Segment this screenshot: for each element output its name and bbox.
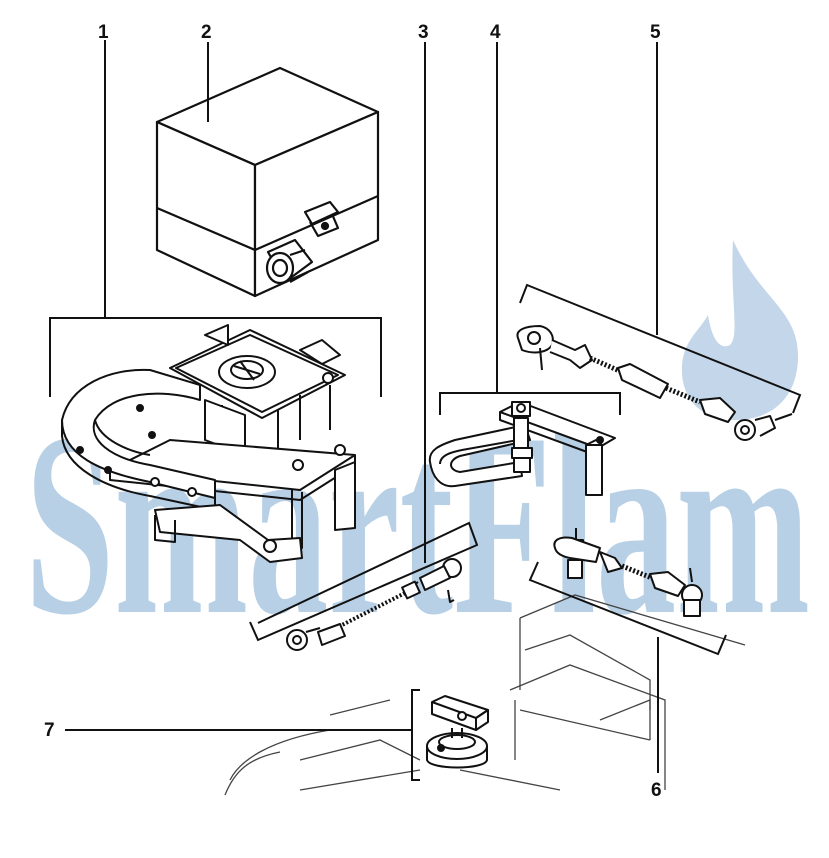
callout-4: 4 — [490, 22, 501, 43]
watermark-text: SmartFlam — [25, 379, 810, 669]
callout-2: 2 — [201, 22, 212, 43]
callout-6: 6 — [651, 780, 662, 801]
linkage-rod-part-5 — [516, 325, 793, 441]
callout-3: 3 — [418, 22, 429, 43]
watermark-flame-icon — [681, 240, 799, 420]
ball-joint-rod-part-3 — [286, 558, 462, 651]
mounting-bracket-part-1 — [61, 324, 356, 563]
valve-assembly-part-7 — [426, 695, 489, 769]
callout-1: 1 — [98, 22, 109, 43]
threaded-rod-part-6 — [553, 528, 703, 617]
burner-body-outline — [224, 594, 746, 796]
callout-numbers: 1 2 3 4 5 6 7 — [44, 22, 662, 801]
callout-5: 5 — [650, 22, 661, 43]
actuator-cover-part-2 — [155, 66, 380, 298]
callout-7: 7 — [44, 720, 55, 741]
callout-lines — [49, 40, 802, 781]
slotted-bracket-part-4 — [428, 401, 616, 496]
